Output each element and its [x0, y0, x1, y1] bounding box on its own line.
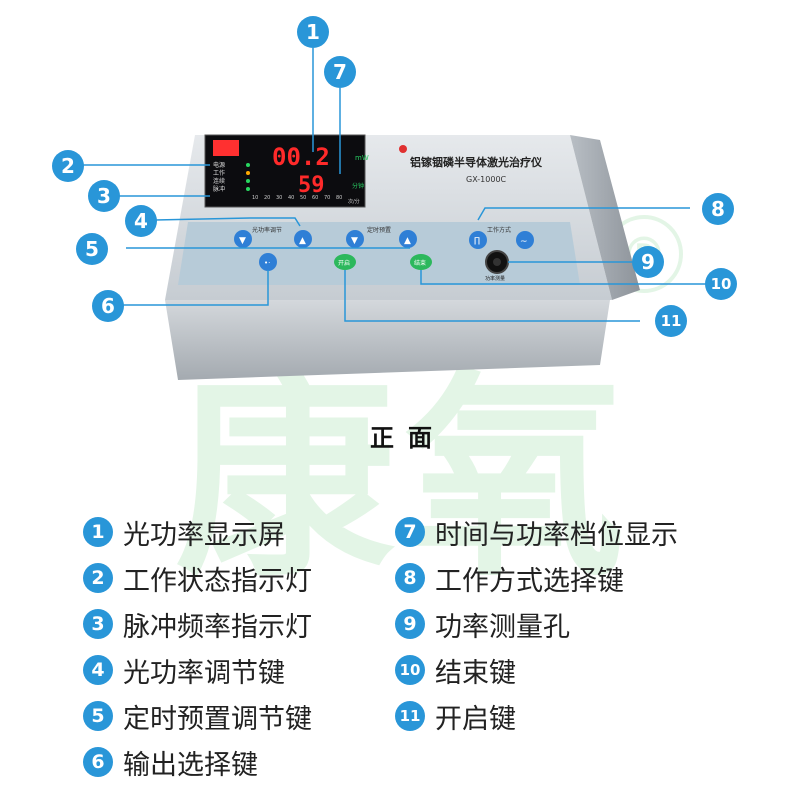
indicator-label-continuous: 连续 — [213, 177, 225, 185]
svg-text:∏: ∏ — [474, 236, 480, 245]
device-side-face — [570, 135, 640, 300]
freq-unit-label: 次/分 — [348, 198, 360, 205]
timer-down-button[interactable] — [346, 230, 364, 248]
svg-text:~: ~ — [520, 237, 528, 247]
device-title: 铝镓铟磷半导体激光治疗仪 — [410, 155, 543, 169]
stop-button[interactable] — [410, 254, 432, 270]
callout-4: 4 — [125, 205, 157, 237]
group-label-timer: 定时预置 — [367, 226, 391, 234]
indicator-label-power: 电源 — [213, 161, 225, 169]
measure-port-label: 功率测量 — [485, 275, 505, 282]
callout-5: 5 — [76, 233, 108, 265]
indicator-led-power — [246, 163, 250, 167]
group-label-power: 光功率调节 — [252, 226, 282, 234]
callout-6: 6 — [92, 290, 124, 322]
callout-10: 10 — [705, 268, 737, 300]
timer-up-button[interactable] — [399, 230, 417, 248]
frequency-scale: 10 20 30 40 50 60 70 80 — [252, 195, 342, 201]
freq-tick: 70 — [324, 195, 330, 201]
indicator-label-work: 工作 — [213, 169, 225, 177]
indicator-label-pulse: 脉冲 — [213, 185, 225, 193]
device-model: GX-1000C — [466, 175, 507, 184]
watermark-text: 康氧 — [175, 350, 636, 606]
caption-front-view: 正面 — [370, 424, 446, 452]
unit-min-label: 分钟 — [352, 182, 364, 190]
unit-mw-label: mW — [355, 154, 369, 162]
callout-1: 1 — [297, 16, 329, 48]
svg-text:▼: ▼ — [239, 236, 246, 246]
display-power-readout: 00.2 — [272, 143, 330, 171]
freq-tick: 80 — [336, 195, 342, 201]
callout-8: 8 — [702, 193, 734, 225]
start-button-label: 开启 — [338, 259, 350, 267]
power-down-button[interactable] — [234, 230, 252, 248]
freq-tick: 20 — [264, 195, 270, 201]
mode-continuous-button[interactable] — [516, 231, 534, 249]
freq-tick: 60 — [312, 195, 318, 201]
callout-7: 7 — [324, 56, 356, 88]
display-time-readout: 59 — [298, 173, 325, 198]
indicator-led-work — [246, 171, 250, 175]
freq-tick: 40 — [288, 195, 294, 201]
stop-button-label: 结束 — [414, 259, 426, 267]
indicator-led-pulse — [246, 187, 250, 191]
power-up-button[interactable] — [294, 230, 312, 248]
start-button[interactable] — [334, 254, 356, 270]
callout-3: 3 — [88, 180, 120, 212]
callout-lines — [82, 48, 707, 322]
mode-pulse-button[interactable] — [469, 231, 487, 249]
svg-text:▲: ▲ — [404, 236, 411, 246]
freq-tick: 10 — [252, 195, 258, 201]
callout-9: 9 — [632, 246, 664, 278]
freq-tick: 30 — [276, 195, 282, 201]
group-label-mode: 工作方式 — [487, 226, 511, 234]
laser-aperture-dot — [399, 145, 407, 153]
svg-text:▼: ▼ — [351, 236, 358, 246]
indicator-led-continuous — [246, 179, 250, 183]
output-select-button[interactable] — [259, 253, 277, 271]
svg-text:•·: •· — [264, 259, 270, 267]
freq-tick: 50 — [300, 195, 306, 201]
brand-logo — [213, 140, 239, 156]
callout-11: 11 — [655, 305, 687, 337]
svg-text:▲: ▲ — [299, 236, 306, 246]
callout-2: 2 — [52, 150, 84, 182]
device-front-face — [165, 300, 610, 380]
